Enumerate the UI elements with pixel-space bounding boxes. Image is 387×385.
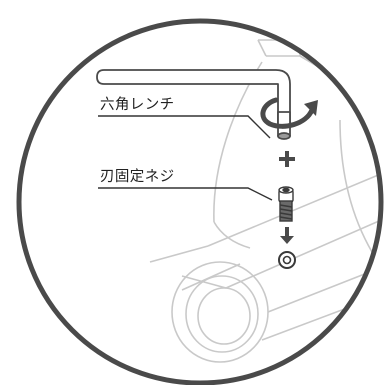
washer-icon	[278, 251, 296, 269]
plus-icon	[279, 151, 295, 167]
screw-icon	[278, 186, 294, 222]
leader-line-wrench	[98, 115, 271, 139]
detail-circle	[16, 18, 384, 385]
rotation-arrow-icon	[260, 97, 318, 129]
label-blade-screw: 刃固定ネジ	[100, 168, 175, 185]
label-hex-wrench: 六角レンチ	[100, 96, 175, 113]
down-arrow-icon	[280, 227, 294, 244]
machine-housing	[149, 39, 381, 363]
leader-line-screw	[98, 187, 273, 201]
